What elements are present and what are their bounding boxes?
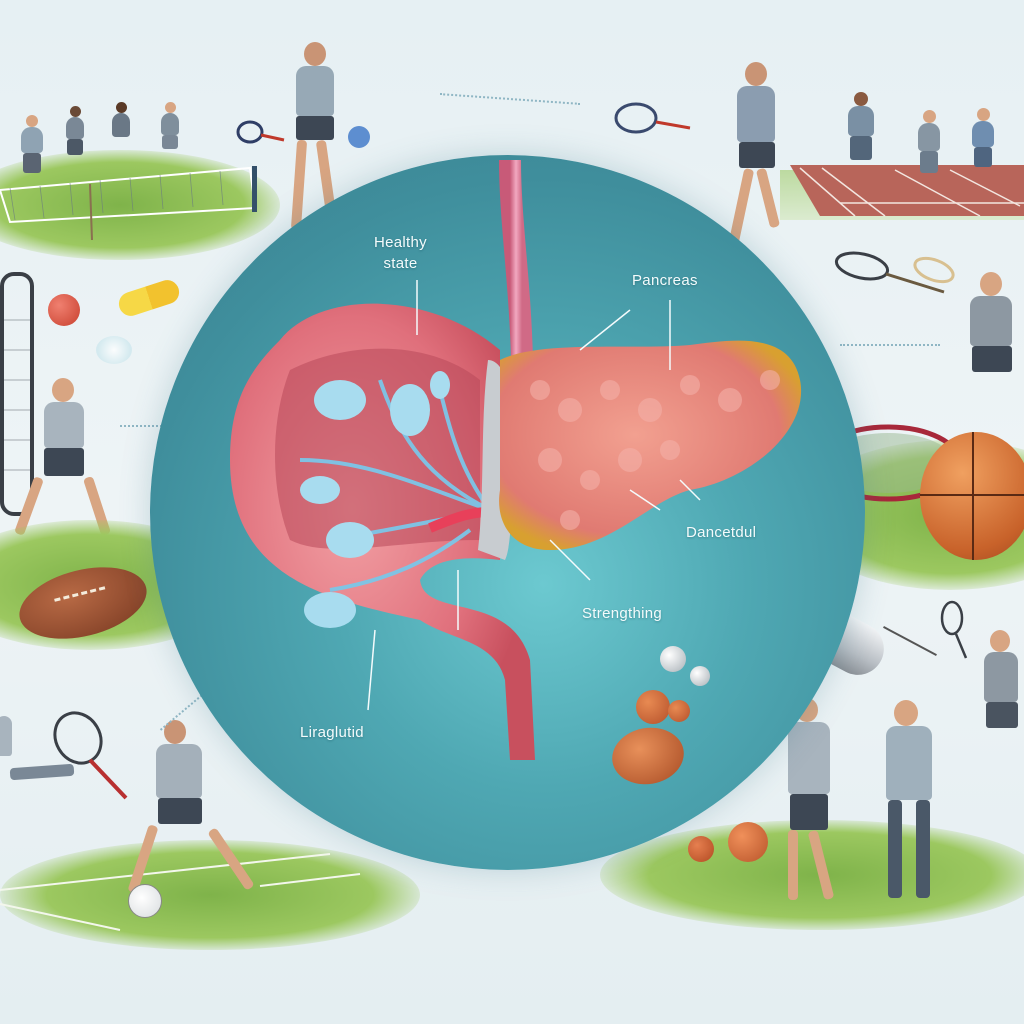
basketball-icon xyxy=(728,822,768,862)
soccer-ball-icon xyxy=(128,884,162,918)
meter-probe xyxy=(883,626,937,656)
running-track xyxy=(780,165,1024,220)
label-liraglutid: Liraglutid xyxy=(300,724,364,741)
label-strengthing: Strengthing xyxy=(582,605,663,622)
organ-illustration xyxy=(230,160,802,760)
dumbbell-icon xyxy=(660,646,686,672)
tennis-racket-icon xyxy=(53,711,128,800)
bubble-icon xyxy=(96,336,132,364)
tennis-court-grass xyxy=(0,150,280,260)
soccer-field-lines xyxy=(0,853,361,931)
tennis-racket-icon xyxy=(236,120,285,144)
connector-line xyxy=(840,344,940,346)
dumbbell-icon xyxy=(690,666,710,686)
basketball-icon xyxy=(688,836,714,862)
basketball-icon xyxy=(668,700,690,722)
tennis-racket-icon xyxy=(614,102,691,134)
label-dancetdul: Dancetdul xyxy=(686,524,757,541)
soccer-field xyxy=(0,840,420,950)
label-text: state xyxy=(383,255,418,272)
red-ball-icon xyxy=(48,294,80,326)
basketball-icon xyxy=(920,432,1024,560)
tennis-net-icon xyxy=(0,166,257,240)
ball-icon xyxy=(348,126,370,148)
basketball-icon xyxy=(636,690,670,724)
label-text: Healthy xyxy=(374,234,427,251)
connector-line xyxy=(440,93,580,105)
tennis-racket-icon xyxy=(834,251,955,294)
capsule-icon xyxy=(115,277,183,319)
tennis-racket-icon xyxy=(940,600,968,659)
label-pancreas: Pancreas xyxy=(632,272,698,289)
net-frame-icon xyxy=(0,272,34,516)
label-healthy-state: Healthy state xyxy=(374,232,427,274)
